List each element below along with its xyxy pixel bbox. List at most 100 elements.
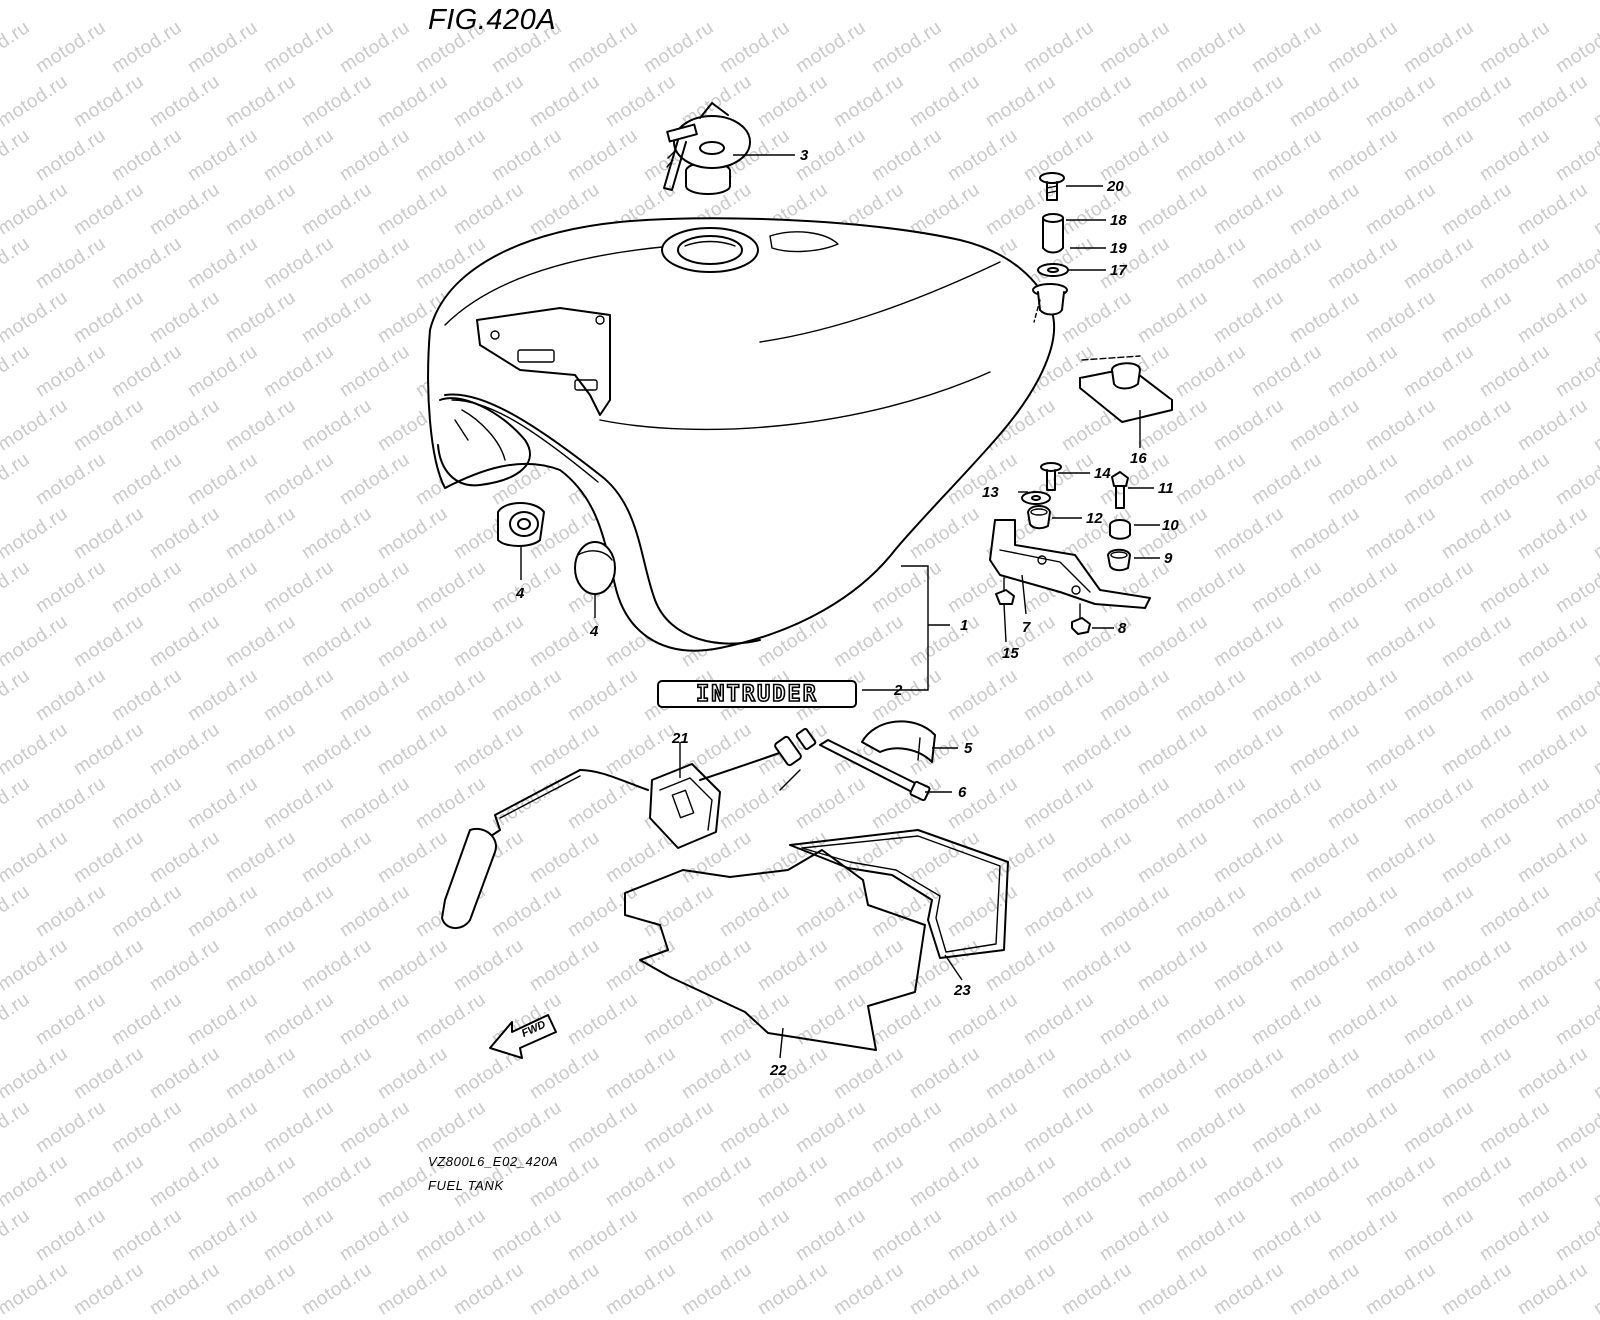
washer-13	[1021, 491, 1051, 505]
watermark-text: motod.ru	[0, 1258, 72, 1320]
figure-title: FIG.420A	[428, 4, 557, 36]
bolt-11	[1111, 471, 1129, 509]
gasket-23	[789, 829, 1009, 959]
cable-tie-6	[819, 739, 931, 802]
cushion-12	[1027, 505, 1051, 530]
emblem-text: INTRUDER	[696, 682, 818, 707]
intruder-emblem: INTRUDER	[657, 680, 857, 708]
watermark-text: motod.ru	[1134, 1258, 1212, 1320]
callout-10: 10	[1162, 517, 1179, 534]
callout-16: 16	[1130, 450, 1147, 467]
watermark-text: motod.ru	[1362, 1258, 1440, 1320]
model-code: VZ800L6_E02_420A	[428, 1154, 559, 1169]
watermark-text: motod.ru	[336, 1204, 414, 1266]
callout-14: 14	[1094, 465, 1111, 482]
watermark-text: motod.ru	[640, 1204, 718, 1266]
callout-17: 17	[1110, 262, 1127, 279]
callout-15: 15	[1002, 645, 1019, 662]
watermark-text: motod.ru	[792, 1204, 870, 1266]
cushion-9	[1107, 548, 1131, 572]
callout-12: 12	[1086, 510, 1103, 527]
callout-23: 23	[953, 982, 971, 999]
bracket-7	[989, 519, 1151, 609]
watermark-text: motod.ru	[32, 1204, 110, 1266]
spacer-18	[1042, 213, 1064, 254]
watermark-text: motod.ru	[944, 1204, 1022, 1266]
watermark-text: motod.ru	[1172, 1204, 1250, 1266]
watermark-text: motod.ru	[1476, 1204, 1554, 1266]
bolt-14	[1040, 462, 1062, 491]
callout-9: 9	[1164, 550, 1173, 567]
damper-rubber-right	[574, 541, 616, 595]
watermark-text: motod.ru	[488, 1204, 566, 1266]
callout-8: 8	[1118, 620, 1127, 637]
watermark-text: motod.ru	[450, 1258, 528, 1320]
callout-20: 20	[1106, 178, 1124, 195]
callout-7: 7	[1022, 619, 1031, 636]
watermark-text: motod.ru	[260, 1204, 338, 1266]
watermark-text: motod.ru	[1286, 1258, 1364, 1320]
watermark-text: motod.ru	[564, 1204, 642, 1266]
fuel-cap-assembly	[663, 102, 751, 195]
watermark-text: motod.ru	[1400, 1204, 1478, 1266]
watermark-text: motod.ru	[1552, 1204, 1600, 1266]
watermark-text: motod.ru	[1096, 1204, 1174, 1266]
watermark-text: motod.ru	[108, 1204, 186, 1266]
leader-lines	[520, 154, 1160, 1059]
watermark-text: motod.ru	[678, 1258, 756, 1320]
washer-19	[1037, 263, 1069, 277]
callout-19: 19	[1110, 240, 1127, 257]
watermark-text: motod.ru	[1514, 1258, 1592, 1320]
callout-11: 11	[1158, 480, 1174, 497]
watermark-text: motod.ru	[830, 1258, 908, 1320]
callout-18: 18	[1110, 212, 1127, 229]
fuel-tank-exploded-diagram: INTRUDER	[427, 102, 1179, 1079]
callout-6: 6	[958, 784, 967, 801]
watermark-text: motod.ru	[602, 1258, 680, 1320]
callout-2: 2	[893, 682, 903, 699]
bolt-20	[1039, 172, 1065, 201]
watermark-text: motod.ru	[1210, 1258, 1288, 1320]
rear-mount-cushion-16	[1079, 355, 1173, 423]
watermark-text: motod.ru	[1324, 1204, 1402, 1266]
watermark-text: motod.ru	[754, 1258, 832, 1320]
fuel-tank	[427, 217, 1056, 652]
watermark-text: motod.ru	[1590, 1258, 1600, 1320]
watermark-text: motod.ru	[906, 1258, 984, 1320]
watermark-text: motod.ru	[412, 1204, 490, 1266]
callout-1: 1	[960, 617, 968, 634]
watermark-text: motod.ru	[0, 1204, 34, 1266]
fuel-level-gauge-21	[441, 727, 817, 929]
watermark-text: motod.ru	[716, 1204, 794, 1266]
watermark-text: motod.ru	[1020, 1204, 1098, 1266]
callout-22: 22	[769, 1062, 787, 1079]
watermark-text: motod.ru	[374, 1258, 452, 1320]
clip-15	[995, 577, 1015, 605]
collar-10	[1109, 519, 1131, 540]
callout-4-left: 4	[515, 585, 525, 602]
watermark-text: motod.ru	[184, 1204, 262, 1266]
cushion-17	[1032, 283, 1068, 316]
callout-21: 21	[671, 730, 689, 747]
section-name: FUEL TANK	[428, 1178, 504, 1193]
watermark-text: motod.ru	[1248, 1204, 1326, 1266]
watermark-text: motod.ru	[1438, 1258, 1516, 1320]
watermark-text: motod.ru	[1058, 1258, 1136, 1320]
watermark-text: motod.ru	[222, 1258, 300, 1320]
watermark-text: motod.ru	[868, 1204, 946, 1266]
fwd-arrow: FWD	[489, 1014, 557, 1059]
watermark-text: motod.ru	[982, 1258, 1060, 1320]
protector-5	[861, 720, 936, 763]
watermark-text: motod.ru	[526, 1258, 604, 1320]
callout-5: 5	[964, 740, 973, 757]
watermark-text: motod.ru	[146, 1258, 224, 1320]
nut-8	[1071, 603, 1091, 635]
callout-3: 3	[800, 147, 809, 164]
callout-labels: 1 2 3 4 4 5 6 7 8 9 10 11 12 13 14 15 16…	[515, 147, 1179, 1079]
callout-13: 13	[982, 484, 999, 501]
watermark-text: motod.ru	[298, 1258, 376, 1320]
insulator-22	[624, 849, 926, 1051]
callout-4-right: 4	[589, 623, 599, 640]
damper-rubber-left	[497, 502, 545, 547]
watermark-text: motod.ru	[70, 1258, 148, 1320]
